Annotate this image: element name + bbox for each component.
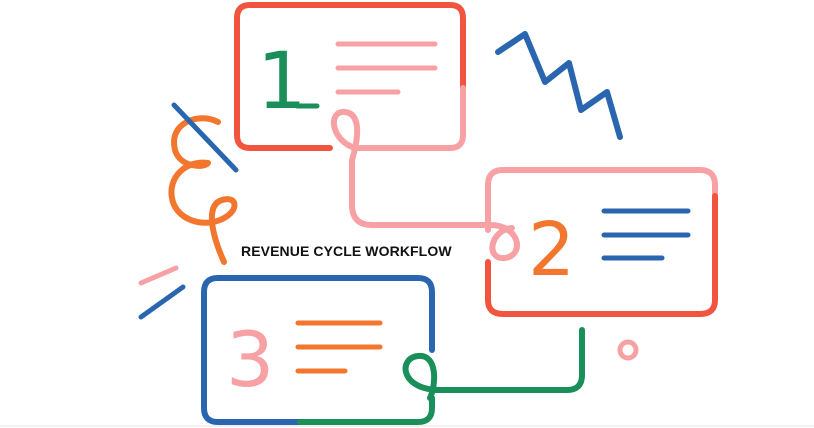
connector-1-to-2 bbox=[330, 109, 520, 261]
small-circle-doodle bbox=[617, 339, 639, 361]
step-1-number: 1 bbox=[257, 37, 307, 127]
step-1-card: 1 bbox=[234, 2, 466, 151]
pink-slash-doodle bbox=[138, 265, 179, 286]
step-3-card-border-blue bbox=[201, 275, 435, 425]
step-1-card-border-red bbox=[234, 2, 466, 151]
step-3-card: 3 bbox=[201, 275, 435, 425]
step-3-text-lines bbox=[295, 320, 383, 374]
blue-slash-doodle-bottom bbox=[138, 284, 186, 320]
diagram-title: REVENUE CYCLE WORKFLOW bbox=[241, 243, 452, 259]
step-1-card-border-pink bbox=[352, 85, 466, 151]
step-3-number: 3 bbox=[226, 315, 274, 404]
step-2-text-lines bbox=[601, 208, 691, 261]
blue-slash-doodle-top bbox=[171, 102, 239, 173]
orange-squiggle-doodle bbox=[168, 115, 238, 265]
step-2-card: 2 bbox=[485, 167, 718, 317]
step-3-card-border-green bbox=[297, 395, 435, 425]
step-2-card-border-red bbox=[485, 193, 718, 317]
connector-2-to-3 bbox=[402, 327, 585, 401]
step-2-card-border-pink bbox=[485, 167, 718, 233]
zigzag-doodle bbox=[495, 31, 623, 140]
step-2-number: 2 bbox=[528, 207, 575, 293]
step-1-text-lines bbox=[335, 41, 438, 95]
